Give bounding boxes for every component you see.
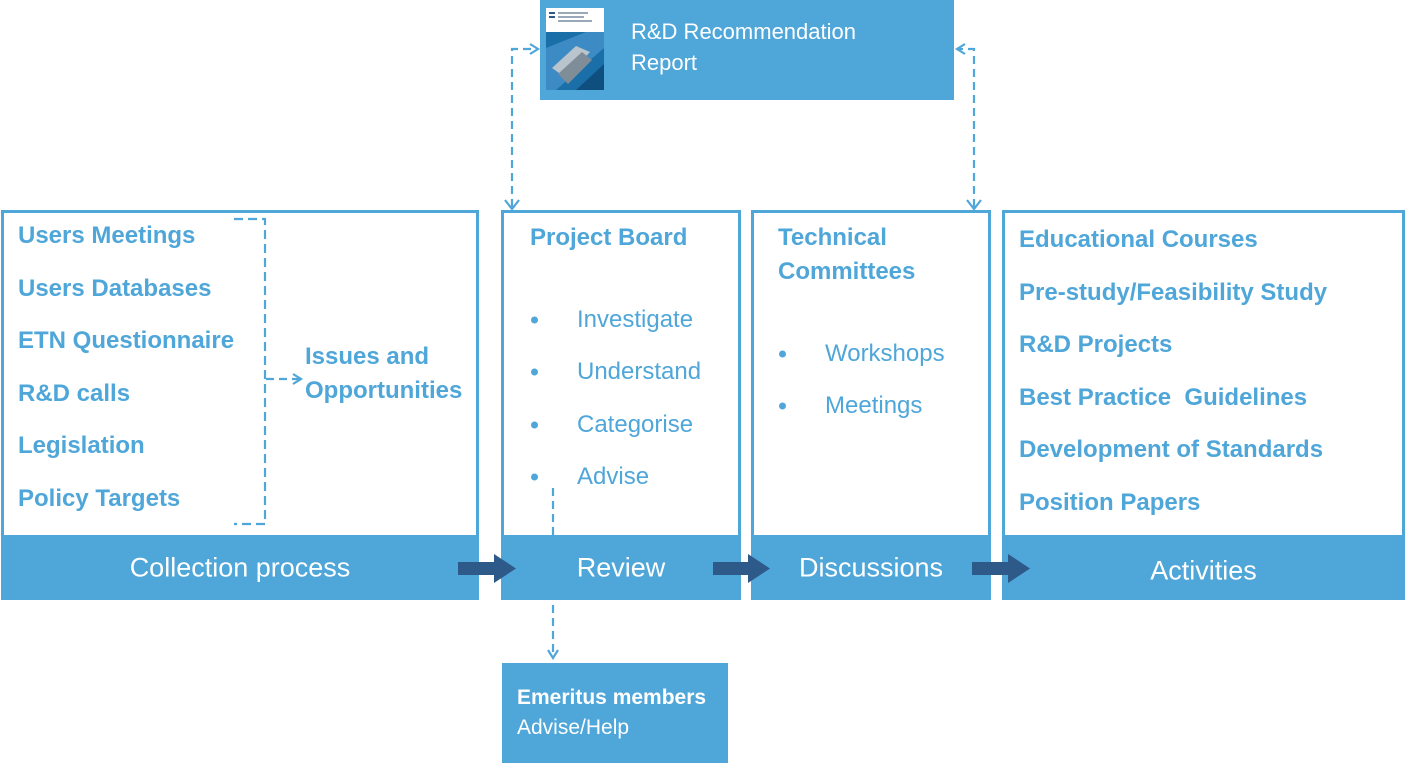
discussions-label: Discussions	[798, 552, 944, 583]
bullet-dot	[531, 368, 538, 376]
issues-line-2: Opportunities	[305, 377, 463, 404]
issues-opportunities-label: Issues and Opportunities	[305, 340, 462, 408]
review-bullet-text: Understand	[577, 358, 702, 385]
emeritus-title: Emeritus members	[517, 686, 707, 709]
review-bullet: Categorise	[531, 411, 731, 439]
emeritus-subtitle: Advise/Help	[517, 716, 630, 739]
review-bullet-text: Investigate	[577, 306, 694, 333]
report-box: R&D Recommendation Report	[540, 0, 954, 100]
flow-arrow-discussions-to-activities	[972, 554, 1030, 583]
discussions-bullet-text: Workshops	[825, 340, 945, 367]
collection-item: Users Meetings	[18, 222, 196, 249]
report-cover-icon	[546, 8, 604, 90]
discussions-bullet-text: Meetings	[825, 392, 923, 419]
activities-panel	[1002, 210, 1405, 538]
report-title: R&D Recommendation Report	[631, 16, 856, 78]
collection-item: Policy Targets	[18, 485, 181, 512]
bullet-dot	[531, 421, 538, 429]
review-bullet: Advise	[531, 463, 731, 491]
review-bullet-text: Advise	[577, 463, 650, 490]
activities-label: Activities	[1150, 555, 1257, 586]
activity-item: Pre-study/Feasibility Study	[1019, 279, 1328, 306]
discussions-bullet: Meetings	[779, 392, 979, 420]
activities-bar: Activities	[1002, 536, 1405, 600]
project-board-heading: Project Board	[530, 224, 688, 251]
emeritus-members-box: Emeritus members Advise/Help	[502, 663, 728, 763]
technical-committees-heading: Technical Committees	[778, 221, 915, 289]
report-discussions-arrowhead-down	[966, 199, 982, 211]
discussions-panel	[751, 210, 991, 538]
collection-process-label: Collection process	[129, 552, 351, 583]
activity-item: Best Practice Guidelines	[1019, 384, 1308, 411]
activity-item: Position Papers	[1019, 489, 1201, 516]
collection-process-bar: Collection process	[1, 536, 479, 600]
collection-item: Users Databases	[18, 275, 212, 302]
report-review-arrowhead-down	[504, 199, 520, 211]
review-bullet: Understand	[531, 358, 731, 386]
review-panel	[501, 210, 741, 538]
collection-item: R&D calls	[18, 380, 131, 407]
bullet-dot	[531, 316, 538, 324]
bullet-dot	[779, 350, 786, 358]
discussions-bullet: Workshops	[779, 340, 979, 368]
collection-item: Legislation	[18, 432, 145, 459]
review-bullet-text: Categorise	[577, 411, 694, 438]
technical-committees-line-2: Committees	[778, 258, 916, 285]
report-title-line-1: R&D Recommendation	[631, 19, 856, 44]
collection-panel	[1, 210, 479, 538]
review-label: Review	[576, 552, 666, 583]
issues-line-1: Issues and	[305, 343, 430, 370]
review-bullet: Investigate	[531, 306, 731, 334]
technical-committees-line-1: Technical	[778, 224, 887, 251]
activity-item: R&D Projects	[1019, 331, 1173, 358]
discussions-bar: Discussions	[751, 536, 991, 600]
bullet-dot	[779, 402, 786, 410]
report-title-line-2: Report	[631, 50, 698, 75]
activity-item: Development of Standards	[1019, 436, 1324, 463]
collection-item: ETN Questionnaire	[18, 327, 235, 354]
collection-bracket	[234, 217, 267, 526]
flow-arrow-collection-to-review	[458, 554, 516, 583]
bullet-dot	[531, 473, 538, 481]
activity-item: Educational Courses	[1019, 226, 1258, 253]
review-bar: Review	[501, 536, 741, 600]
flow-arrow-review-to-discussions	[713, 554, 770, 583]
report-review-connector	[510, 43, 541, 207]
report-discussions-connector	[954, 43, 976, 207]
